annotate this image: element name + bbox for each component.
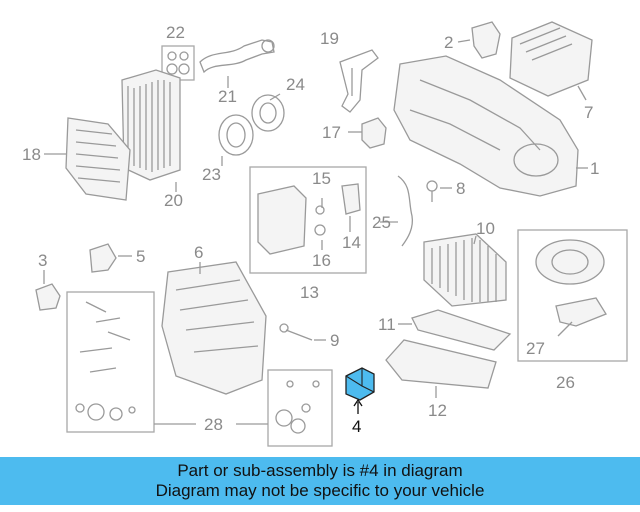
part-25-tube: [397, 175, 414, 247]
part-20-heater-core: [121, 69, 181, 181]
part-8-bolt: [426, 180, 438, 202]
group-box-26: [517, 229, 628, 362]
callout-22: 22: [166, 23, 185, 42]
callout-10: 10: [476, 219, 495, 238]
callout-9: 9: [330, 331, 339, 350]
part-10-filter: [423, 233, 507, 307]
part-18-evaporator: [65, 117, 131, 201]
callout-26: 26: [556, 373, 575, 392]
callout-23: 23: [202, 165, 221, 184]
part-4-highlighted: [345, 367, 375, 401]
part-22-rings: [166, 51, 190, 75]
part-15-ring: [315, 205, 325, 215]
group-box-28-left: [66, 291, 155, 433]
callout-18: 18: [22, 145, 41, 164]
info-banner: Part or sub-assembly is #4 in diagram Di…: [0, 457, 640, 505]
part-12-plate: [385, 339, 497, 389]
part-3-actuator: [35, 283, 61, 311]
part-23-gasket: [218, 114, 254, 156]
group-box-28-right: [267, 369, 333, 447]
part-14-valve: [341, 183, 361, 215]
part-19-bracket: [339, 49, 379, 113]
part-9-sensor: [279, 323, 313, 341]
leader-lines: [43, 39, 588, 425]
banner-line-2: Diagram may not be specific to your vehi…: [155, 481, 485, 500]
callout-4: 4: [352, 417, 361, 436]
part-27-blower-motor: [535, 239, 607, 327]
part-7-housing: [509, 21, 593, 97]
callout-27: 27: [526, 339, 545, 358]
callout-16: 16: [312, 251, 331, 270]
callout-14: 14: [342, 233, 361, 252]
callout-12: 12: [428, 401, 447, 420]
part-11-cover: [411, 309, 512, 351]
part-2-bracket: [471, 21, 501, 59]
callout-17: 17: [322, 123, 341, 142]
callout-7: 7: [584, 103, 593, 122]
callout-1: 1: [590, 159, 599, 178]
callout-24: 24: [286, 75, 305, 94]
callout-2: 2: [444, 33, 453, 52]
part-6-heater-case: [161, 261, 267, 395]
part-21-hose: [199, 39, 275, 74]
callout-8: 8: [456, 179, 465, 198]
callout-15: 15: [312, 169, 331, 188]
part-28-gears: [275, 380, 320, 434]
callout-19: 19: [320, 29, 339, 48]
part-16-ring: [314, 224, 326, 236]
banner-line-1: Part or sub-assembly is #4 in diagram: [177, 461, 463, 480]
part-28-linkages: [75, 301, 136, 421]
part-17-actuator: [361, 117, 387, 149]
callout-21: 21: [218, 87, 237, 106]
group-box-13: [249, 166, 367, 274]
part-24-gasket: [251, 94, 285, 132]
parts-diagram: 1 2 3 4 5 6 7 8 9 10 11 12 13 14 15 16 1…: [22, 21, 628, 447]
callout-5: 5: [136, 247, 145, 266]
callout-28: 28: [204, 415, 223, 434]
callout-11: 11: [378, 315, 396, 334]
part-5-actuator: [89, 243, 117, 273]
part-1-hvac-case: [393, 55, 579, 197]
callout-13: 13: [300, 283, 319, 302]
callout-25: 25: [372, 213, 391, 232]
callout-20: 20: [164, 191, 183, 210]
part-13-evaporator-core: [257, 185, 307, 255]
callout-3: 3: [38, 251, 47, 270]
callout-6: 6: [194, 243, 203, 262]
